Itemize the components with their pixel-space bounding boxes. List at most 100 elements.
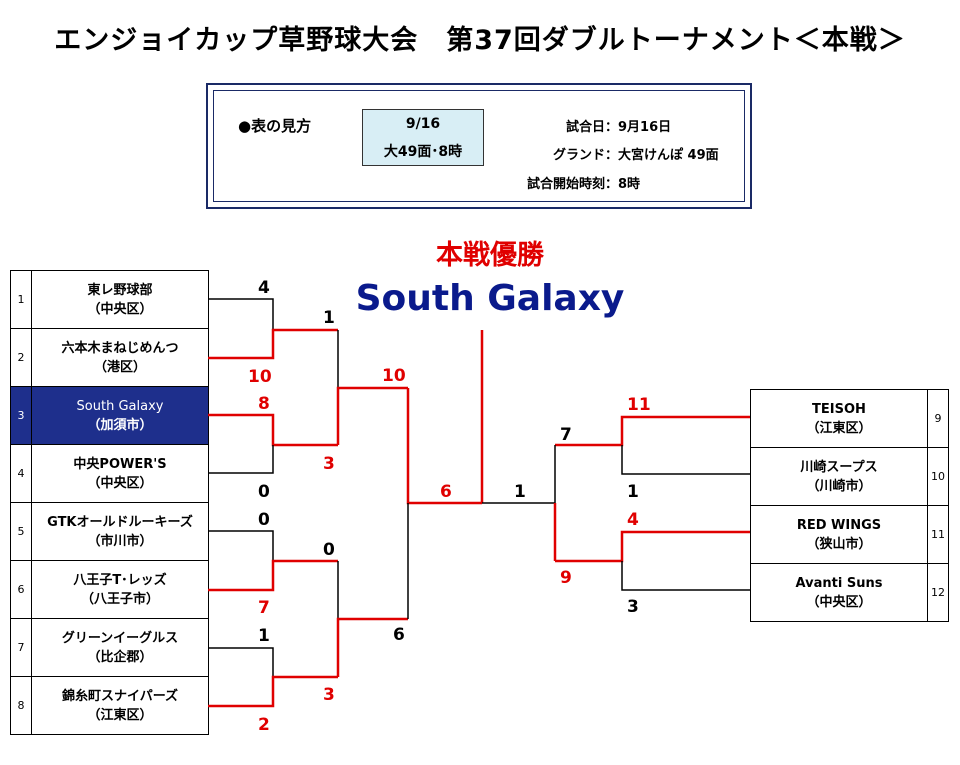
team-number: 12	[927, 563, 949, 622]
team-name: グリーンイーグルス	[61, 630, 179, 646]
team-area: （江東区）	[806, 420, 872, 436]
team-cell: 川崎スープス （川崎市）	[750, 447, 928, 506]
legend-row-value: 9月16日	[618, 120, 672, 135]
score: 1	[258, 626, 270, 646]
legend-row-date: 試合日：9月16日	[508, 116, 671, 135]
team-name: RED WINGS	[796, 517, 882, 533]
team-name: 錦糸町スナイパーズ	[61, 688, 179, 704]
team-cell: 錦糸町スナイパーズ （江東区）	[31, 676, 209, 735]
score: 9	[560, 568, 572, 588]
team-cell: 六本木まねじめんつ （港区）	[31, 328, 209, 387]
bracket-line-winner	[208, 675, 338, 708]
team-number: 9	[927, 389, 949, 448]
bracket-line-loser	[621, 561, 750, 591]
score: 0	[258, 482, 270, 502]
team-row-highlighted: 3 South Galaxy （加須市）	[10, 386, 209, 445]
score: 10	[382, 366, 406, 386]
legend-row-value: 8時	[618, 177, 641, 192]
bracket-line-winner	[555, 415, 750, 447]
team-name: TEISOH	[812, 401, 866, 417]
champion-team: South Galaxy	[355, 278, 625, 319]
score: 7	[560, 425, 572, 445]
team-area: （川崎市）	[806, 478, 872, 494]
page-title: エンジョイカップ草野球大会 第37回ダブルトーナメント＜本戦＞	[54, 25, 906, 56]
bracket-line-winner	[555, 530, 750, 563]
team-cell: グリーンイーグルス （比企郡）	[31, 618, 209, 677]
team-name: 東レ野球部	[87, 282, 153, 298]
score: 7	[258, 598, 270, 618]
team-name: South Galaxy	[76, 398, 164, 414]
legend-inner-border	[213, 90, 745, 202]
team-area: （市川市）	[87, 533, 153, 549]
legend-row-ground: グランド：大宮けんぽ 49面	[508, 144, 719, 163]
right-team-table: TEISOH （江東区） 9 川崎スープス （川崎市） 10 RED WINGS （狭山市…	[750, 389, 949, 622]
legend-heading: ●表の見方	[238, 117, 312, 135]
legend-row-label: 試合日：	[565, 120, 618, 135]
bracket-line-winner	[208, 413, 338, 447]
team-cell: South Galaxy （加須市）	[31, 386, 209, 445]
score: 4	[258, 278, 270, 298]
score: 2	[258, 715, 270, 735]
legend-row-label: 試合開始時刻：	[526, 177, 618, 192]
team-row: TEISOH （江東区） 9	[750, 389, 949, 448]
score: 0	[323, 540, 335, 560]
team-area: （江東区）	[87, 707, 153, 723]
team-row: 川崎スープス （川崎市） 10	[750, 447, 949, 506]
score: 3	[627, 597, 639, 617]
team-cell: 中央POWER'S （中央区）	[31, 444, 209, 503]
score: 6	[393, 625, 405, 645]
score: 3	[323, 454, 335, 474]
score: 1	[627, 482, 639, 502]
team-cell: 東レ野球部 （中央区）	[31, 270, 209, 329]
team-name: 川崎スープス	[800, 459, 878, 475]
score: 0	[258, 510, 270, 530]
team-name: GTKオールドルーキーズ	[47, 514, 193, 530]
legend-sample-cell: 9/16 大49面･8時	[362, 109, 484, 166]
team-area: （八王子市）	[80, 591, 159, 607]
team-area: （港区）	[93, 359, 146, 375]
bracket-line-loser	[208, 298, 274, 330]
team-row: Avanti Suns （中央区） 12	[750, 563, 949, 622]
team-area: （比企郡）	[87, 649, 153, 665]
bracket-line-winner	[336, 617, 408, 677]
legend-row-value: 大宮けんぽ 49面	[618, 148, 719, 163]
team-name: 六本木まねじめんつ	[61, 340, 179, 356]
score: 4	[627, 510, 639, 530]
team-name: 中央POWER'S	[73, 456, 167, 472]
team-number: 3	[10, 386, 32, 445]
score: 10	[248, 367, 272, 387]
champion-label: 本戦優勝	[436, 240, 544, 271]
bracket-line-winner	[208, 559, 338, 592]
legend-sample-ground: 大49面･8時	[383, 144, 463, 160]
score: 11	[627, 395, 651, 415]
team-area: （中央区）	[806, 594, 872, 610]
team-cell: TEISOH （江東区）	[750, 389, 928, 448]
team-cell: Avanti Suns （中央区）	[750, 563, 928, 622]
legend-sample-date: 9/16	[405, 116, 441, 132]
score: 3	[323, 685, 335, 705]
bracket-line-loser	[208, 530, 274, 561]
team-name: Avanti Suns	[795, 575, 883, 591]
score: 6	[440, 482, 452, 502]
bracket-line-winner	[208, 328, 338, 360]
team-area: （中央区）	[87, 301, 153, 317]
team-number: 10	[927, 447, 949, 506]
bracket-line-loser	[208, 647, 274, 677]
team-name: 八王子T･レッズ	[73, 572, 167, 588]
legend-row-time: 試合開始時刻：8時	[508, 173, 640, 192]
score: 1	[323, 308, 335, 328]
score: 1	[514, 482, 526, 502]
legend-panel: ●表の見方 9/16 大49面･8時 試合日：9月16日 グランド：大宮けんぽ …	[206, 83, 752, 209]
bracket-line-loser	[208, 445, 274, 474]
team-number: 11	[927, 505, 949, 564]
bracket-line-loser	[621, 445, 750, 475]
team-area: （中央区）	[87, 475, 153, 491]
team-area: （狭山市）	[806, 536, 872, 552]
team-area: （加須市）	[87, 417, 153, 433]
